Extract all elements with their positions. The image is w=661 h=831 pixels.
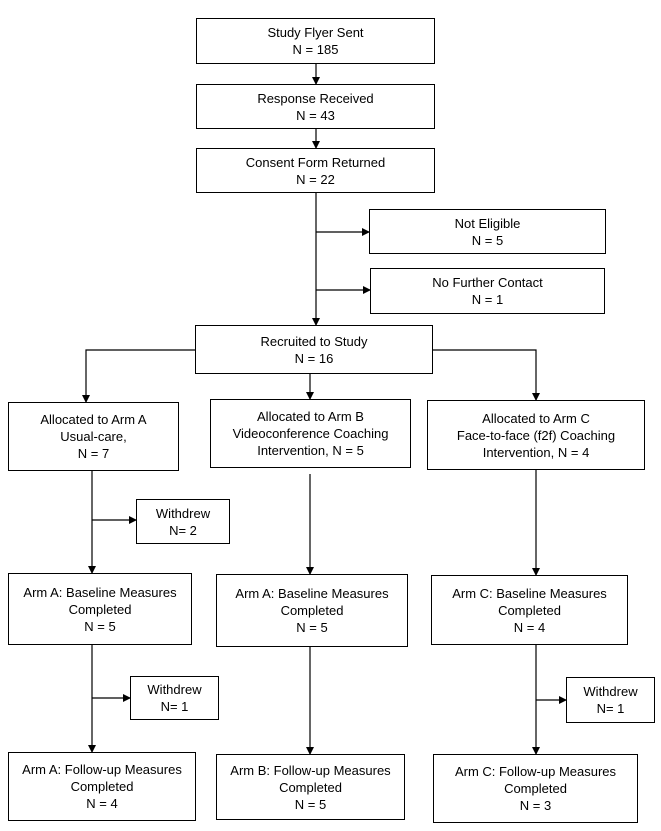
box-withdrew-arm-c: Withdrew N= 1 xyxy=(566,677,655,723)
withdrew-c-count: N= 1 xyxy=(596,701,625,716)
box-arm-c-follow-up: Arm C: Follow-up Measures Completed N = … xyxy=(433,754,638,823)
arm-a-base-line1: Arm A: Baseline Measures xyxy=(23,584,177,600)
arm-b-base-line1: Arm A: Baseline Measures xyxy=(235,586,389,601)
arm-b-follow-line1: Arm B: Follow-up Measures xyxy=(230,762,391,778)
withdrew-a1-count: N= 2 xyxy=(169,522,197,538)
arm-c-base-line1: Arm C: Baseline Measures xyxy=(452,585,607,601)
box-arm-a-follow-up: Arm A: Follow-up Measures Completed N = … xyxy=(8,752,196,821)
arm-b-alloc-line2: Videoconference Coaching xyxy=(232,426,389,441)
box-allocated-arm-a: Allocated to Arm A Usual-care, N = 7 xyxy=(8,402,179,471)
no-contact-title: No Further Contact xyxy=(432,275,543,290)
arm-a-base-line2: Completed xyxy=(68,601,132,617)
recruited-title: Recruited to Study xyxy=(260,333,368,349)
box-arm-a-baseline: Arm A: Baseline Measures Completed N = 5 xyxy=(8,573,192,645)
withdrew-a1-title: Withdrew xyxy=(155,505,211,521)
consent-title: Consent Form Returned xyxy=(245,154,386,170)
arm-b-follow-line3: N = 5 xyxy=(294,796,327,812)
not-eligible-title: Not Eligible xyxy=(454,215,521,231)
withdrew-a2-title: Withdrew xyxy=(147,682,202,697)
consent-count: N = 22 xyxy=(296,171,335,187)
arm-c-alloc-line2: Face-to-face (f2f) Coaching xyxy=(456,427,616,443)
box-not-eligible: Not Eligible N = 5 xyxy=(369,209,606,254)
arm-b-follow-line2: Completed xyxy=(279,779,342,795)
arm-a-follow-line3: N = 4 xyxy=(86,796,118,811)
no-contact-count: N = 1 xyxy=(471,292,504,307)
arm-c-base-line3: N = 4 xyxy=(513,619,546,635)
flyer-count: N = 185 xyxy=(292,42,339,57)
arm-c-alloc-line1: Allocated to Arm C xyxy=(482,410,590,426)
arm-a-follow-line1: Arm A: Follow-up Measures xyxy=(22,762,182,777)
box-allocated-arm-b: Allocated to Arm B Videoconference Coach… xyxy=(210,399,411,468)
not-eligible-count: N = 5 xyxy=(471,232,504,248)
arm-a-base-line3: N = 5 xyxy=(84,618,116,634)
arm-a-alloc-line2: Usual-care, xyxy=(60,429,127,444)
box-study-flyer-sent: Study Flyer Sent N = 185 xyxy=(196,18,435,64)
arm-c-follow-line3: N = 3 xyxy=(519,798,552,813)
arm-b-base-line3: N = 5 xyxy=(296,620,328,635)
box-arm-b-follow-up: Arm B: Follow-up Measures Completed N = … xyxy=(216,754,405,820)
arm-a-alloc-line3: N = 7 xyxy=(77,446,110,461)
box-withdrew-arm-a-2: Withdrew N= 1 xyxy=(130,676,219,720)
arm-a-follow-line2: Completed xyxy=(70,779,134,794)
box-arm-c-baseline: Arm C: Baseline Measures Completed N = 4 xyxy=(431,575,628,645)
withdrew-a2-count: N= 1 xyxy=(160,699,189,714)
withdrew-c-title: Withdrew xyxy=(583,684,638,699)
box-consent-form-returned: Consent Form Returned N = 22 xyxy=(196,148,435,193)
branch-to-arm-c xyxy=(433,349,540,401)
branch-to-arm-a xyxy=(82,349,195,403)
box-withdrew-arm-a-1: Withdrew N= 2 xyxy=(136,499,230,544)
response-count: N = 43 xyxy=(296,107,335,123)
arm-a-alloc-line1: Allocated to Arm A xyxy=(40,412,147,427)
arm-c-follow-line2: Completed xyxy=(504,781,567,796)
arm-c-follow-line1: Arm C: Follow-up Measures xyxy=(454,764,617,779)
flyer-title: Study Flyer Sent xyxy=(267,25,364,40)
response-title: Response Received xyxy=(257,90,374,106)
arm-c-alloc-line3: Intervention, N = 4 xyxy=(482,444,590,460)
arm-c-base-line2: Completed xyxy=(498,602,561,618)
box-recruited-to-study: Recruited to Study N = 16 xyxy=(195,325,433,374)
arm-b-base-line2: Completed xyxy=(280,603,344,618)
arm-b-alloc-line3: Intervention, N = 5 xyxy=(257,443,364,458)
arm-b-alloc-line1: Allocated to Arm B xyxy=(257,409,364,424)
box-response-received: Response Received N = 43 xyxy=(196,84,435,129)
box-allocated-arm-c: Allocated to Arm C Face-to-face (f2f) Co… xyxy=(427,400,645,470)
box-no-further-contact: No Further Contact N = 1 xyxy=(370,268,605,314)
recruited-count: N = 16 xyxy=(294,350,334,366)
box-arm-b-baseline: Arm A: Baseline Measures Completed N = 5 xyxy=(216,574,408,647)
